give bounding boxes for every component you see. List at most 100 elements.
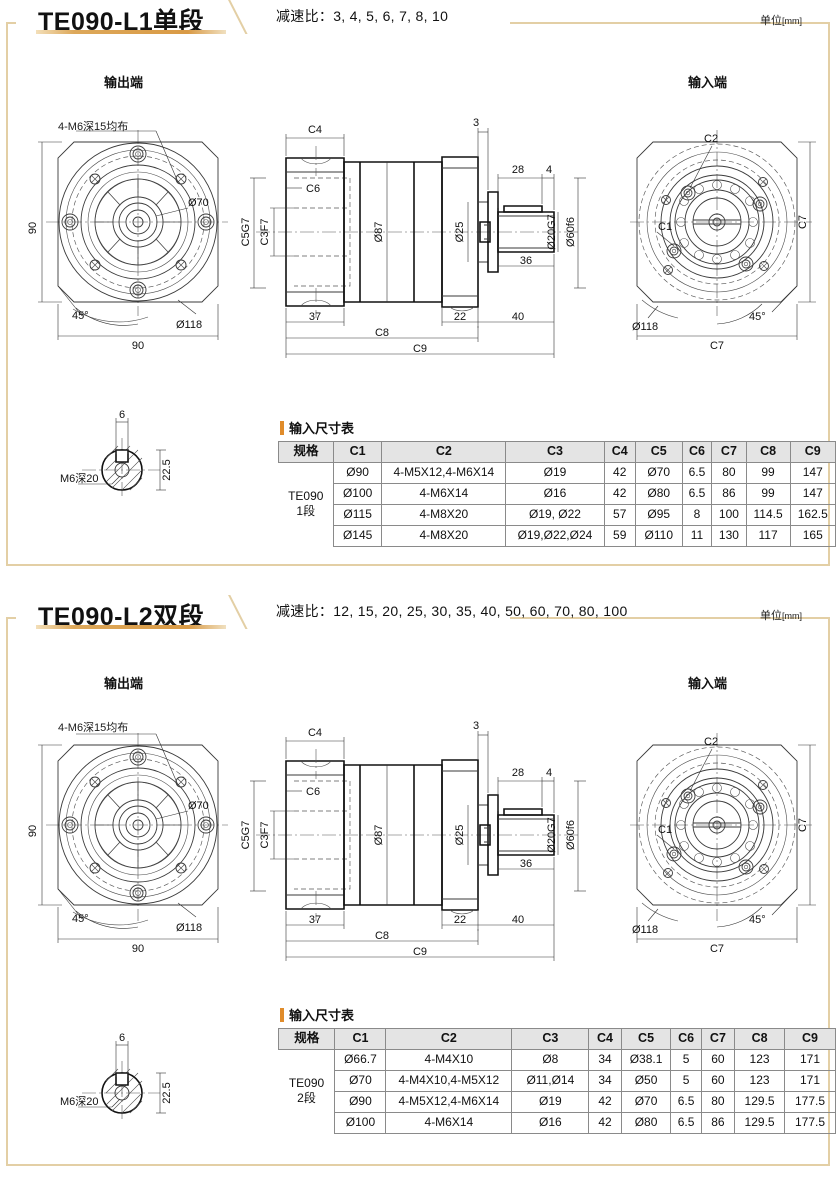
cell: 59: [603, 524, 636, 547]
unit-value: [mm]: [782, 611, 802, 621]
cell: 147: [789, 461, 836, 484]
spec-cell-1: TE090 1段: [278, 462, 335, 547]
frame-top-right: [510, 617, 830, 619]
cell: Ø100: [334, 1111, 387, 1134]
output-view-title-2: 输出端: [104, 676, 144, 691]
cell: 6.5: [670, 1090, 702, 1113]
input-c1-2: C1: [658, 824, 672, 836]
cell: Ø145: [333, 524, 383, 547]
th-c5-1: C5: [634, 441, 683, 463]
dim-40-2: 40: [512, 914, 524, 926]
dim-d87-2: Ø87: [373, 825, 385, 846]
cell: 80: [700, 1090, 736, 1113]
key-detail-drawing-1: 6 22.5 M6深20: [60, 409, 220, 498]
cell: Ø70: [634, 461, 683, 484]
cell: 11: [681, 524, 713, 547]
cell: 177.5: [783, 1090, 836, 1113]
table-title-text-2: 输入尺寸表: [289, 1008, 355, 1023]
cell: 130: [711, 524, 747, 547]
cell: Ø90: [334, 1090, 387, 1113]
th-c8-1: C8: [745, 441, 791, 463]
cell: Ø50: [620, 1069, 672, 1092]
output-dim-left-2: 90: [27, 825, 39, 837]
output-dia-inner-2: Ø70: [188, 800, 209, 812]
input-dimension-table-block-2: 输入尺寸表 规格 C1 C2 C3 C4 C5 C6 C7 C8 C9: [277, 1005, 836, 1134]
spec-line1-2: TE090: [288, 1076, 325, 1091]
table-row: TE090 2段 Ø66.7 4-M4X10 Ø8 34 Ø38.1 5 60 …: [278, 1048, 836, 1134]
cell: 4-M5X12,4-M6X14: [381, 461, 507, 484]
gear-ratio-text: 减速比：12, 15, 20, 25, 30, 35, 40, 50, 60, …: [276, 601, 628, 621]
cell: 4-M8X20: [381, 524, 507, 547]
cell: Ø80: [634, 482, 683, 505]
cell: Ø115: [333, 503, 383, 526]
cell: 57: [603, 503, 636, 526]
cell: Ø100: [333, 482, 383, 505]
dim-c6-2: C6: [306, 786, 320, 798]
unit-note: 单位[mm]: [760, 607, 802, 623]
dim-37-1: 37: [309, 311, 321, 323]
input-dimension-table-2: 规格 C1 C2 C3 C4 C5 C6 C7 C8 C9: [277, 1028, 836, 1134]
unit-note: 单位[mm]: [760, 12, 802, 28]
cell: Ø95: [634, 503, 683, 526]
section-te090-l2: TE090-L2双段 减速比：12, 15, 20, 25, 30, 35, 4…: [0, 595, 836, 1170]
dim-d25-1: Ø25: [454, 222, 466, 243]
cell: 100: [711, 503, 747, 526]
dim-c5g7-2: C5G7: [240, 821, 252, 850]
table-row: Ø100 4-M6X14 Ø16 42 Ø80 6.5 86 99 147: [279, 482, 836, 505]
cell: 80: [711, 461, 747, 484]
cell: 147: [789, 482, 836, 505]
th-c6-1: C6: [681, 441, 713, 463]
cell: Ø66.7: [334, 1048, 387, 1071]
dim-4-2: 4: [546, 767, 552, 779]
input-dia-outer-2: Ø118: [632, 924, 658, 936]
th-c3-2: C3: [511, 1028, 590, 1050]
cell: Ø19, Ø22: [505, 503, 605, 526]
table-row: Ø100 4-M6X14 Ø16 42 Ø80 6.5 86 129.5 177…: [279, 1111, 836, 1134]
cell: 60: [700, 1069, 736, 1092]
cell: 6.5: [681, 461, 713, 484]
cell: 177.5: [783, 1111, 836, 1134]
th-c2-2: C2: [385, 1028, 513, 1050]
cross-section-drawing-2: C4 C6 C3F7 C5G7 Ø87 Ø25 3: [240, 717, 591, 967]
th-c9-1: C9: [789, 441, 836, 463]
table-title-2: 输入尺寸表: [280, 1005, 836, 1024]
spec-line2-1: 1段: [296, 504, 316, 519]
key-height-2: 22.5: [161, 1082, 173, 1103]
th-c5-2: C5: [620, 1028, 672, 1050]
gear-ratio-label: 减速比：: [276, 8, 334, 24]
input-view-title-1: 输入端: [688, 75, 728, 90]
cell: 4-M6X14: [381, 482, 507, 505]
output-dia-outer-1: Ø118: [176, 319, 202, 331]
accent-bar-icon: [280, 1007, 284, 1022]
cell: Ø90: [333, 461, 383, 484]
cell: 4-M8X20: [381, 503, 507, 526]
cell: Ø19,Ø22,Ø24: [505, 524, 605, 547]
output-dim-left-1: 90: [27, 222, 39, 234]
th-spec-2: 规格: [277, 1028, 336, 1050]
key-thread-1: M6深20: [60, 472, 99, 485]
spec-cell-2: TE090 2段: [278, 1049, 336, 1134]
dim-28-1: 28: [512, 164, 524, 176]
bolt-note-2: 4-M6深15均布: [58, 722, 129, 734]
output-view-title-1: 输出端: [104, 75, 144, 90]
dim-c8-2: C8: [375, 930, 389, 942]
title-underline: [36, 625, 226, 629]
output-end-drawing-2: 90 90 45° Ø118 Ø70: [27, 705, 243, 961]
dim-36-1: 36: [520, 255, 532, 267]
cell: 42: [588, 1111, 622, 1134]
accent-bar-icon: [280, 420, 284, 435]
title-divider: [228, 595, 274, 629]
frame-top-left: [6, 617, 16, 619]
frame-top-left: [6, 22, 16, 24]
cell: 129.5: [734, 1090, 785, 1113]
table-title-text-1: 输入尺寸表: [289, 421, 355, 436]
table-row: Ø115 4-M8X20 Ø19, Ø22 57 Ø95 8 100 114.5…: [279, 503, 836, 526]
cell: 8: [681, 503, 713, 526]
spec-line1-1: TE090: [288, 489, 324, 504]
input-dimension-table-1: 规格 C1 C2 C3 C4 C5 C6 C7 C8 C9: [277, 441, 836, 547]
dim-28-2: 28: [512, 767, 524, 779]
cell: 4-M5X12,4-M6X14: [385, 1090, 513, 1113]
cell: Ø110: [634, 524, 683, 547]
gear-ratio-values: 12, 15, 20, 25, 30, 35, 40, 50, 60, 70, …: [333, 603, 628, 619]
unit-value: [mm]: [782, 16, 802, 26]
